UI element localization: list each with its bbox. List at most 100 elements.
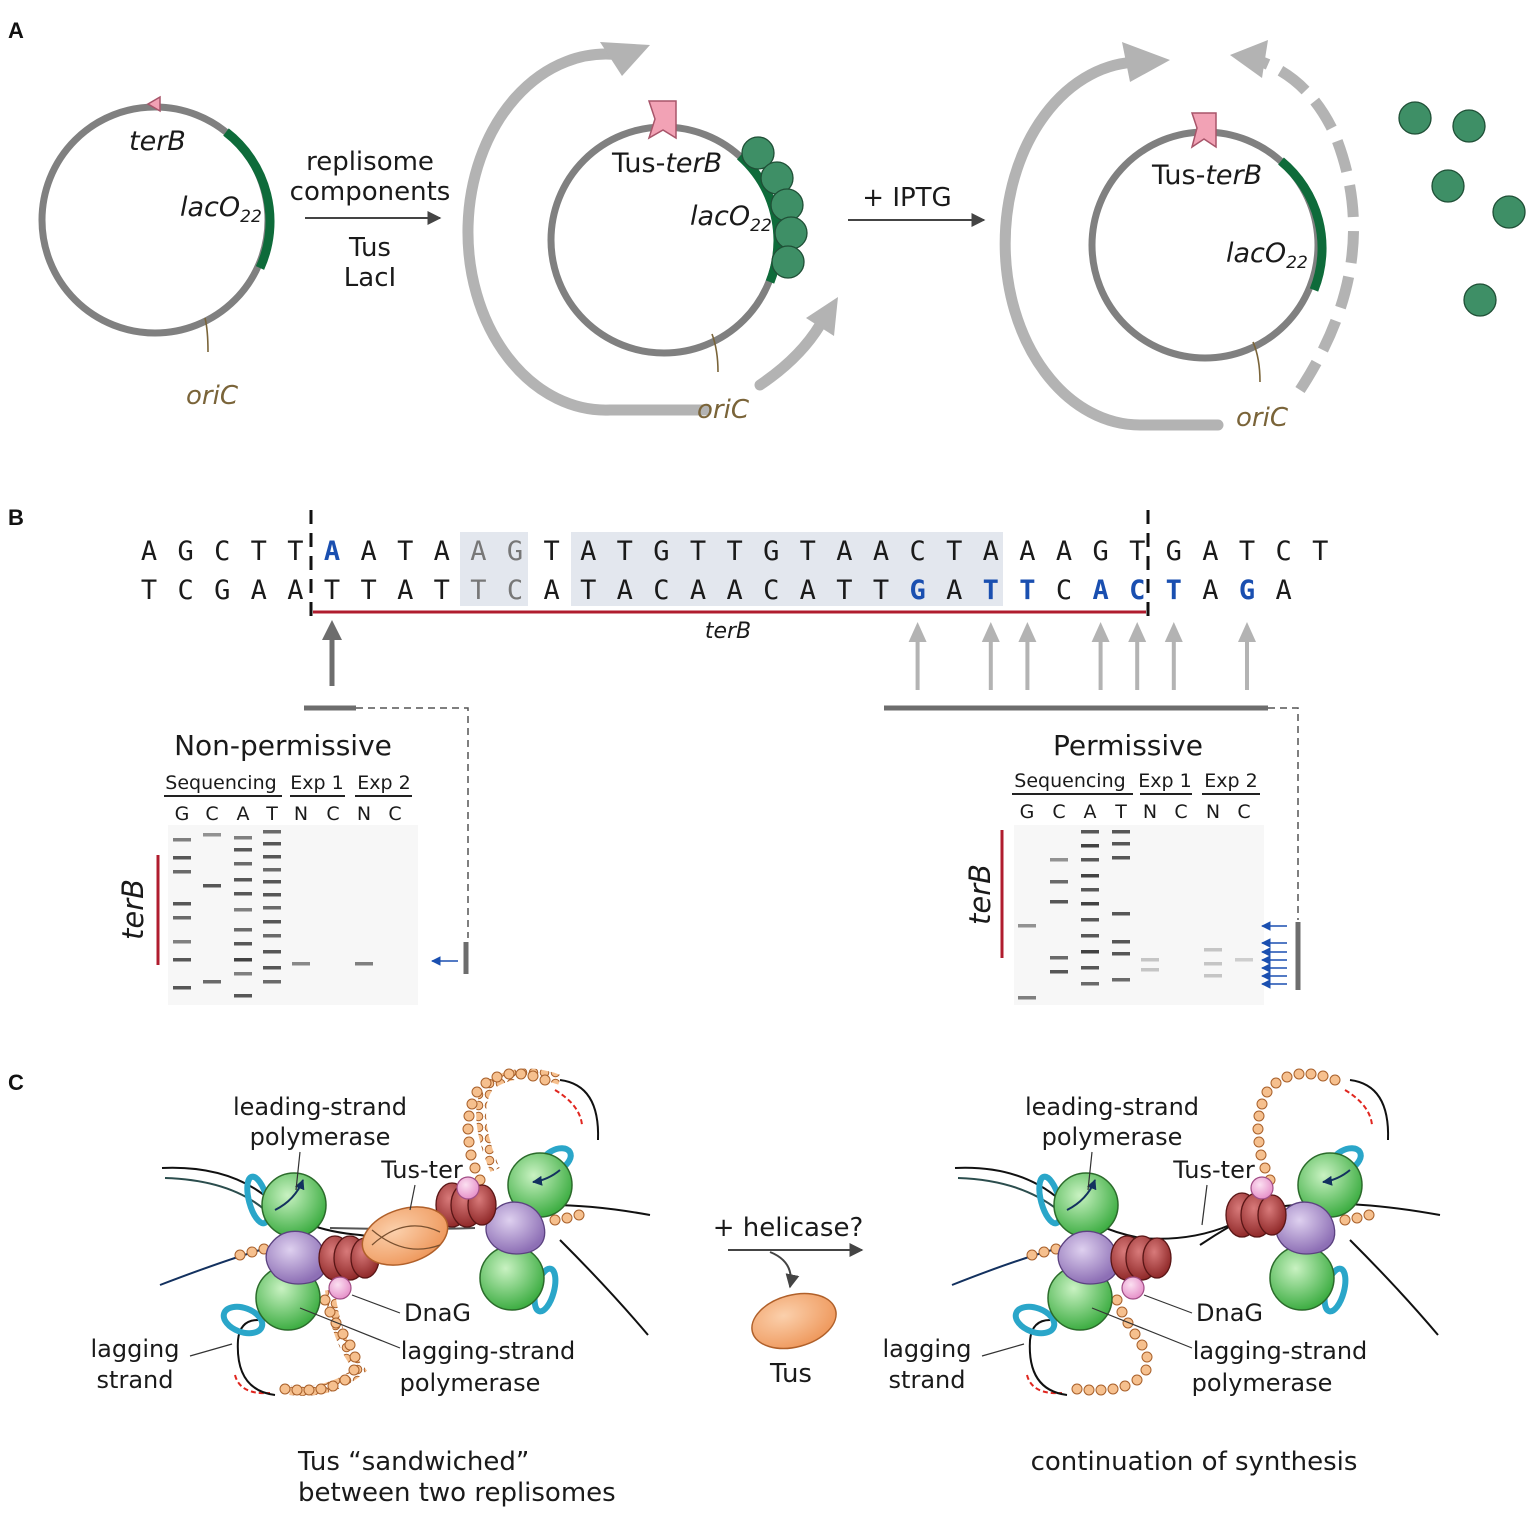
gel-band	[1050, 956, 1068, 960]
gel-band	[234, 958, 252, 962]
gel-right-terb-label: terB	[963, 864, 997, 925]
svg-text:DnaG: DnaG	[404, 1299, 471, 1327]
bottom-base: A	[287, 575, 303, 606]
gel-band	[173, 856, 191, 860]
gel-band	[234, 878, 252, 882]
terb-seq-label: terB	[705, 619, 751, 644]
lane-label: G	[175, 803, 190, 825]
helicase-step: + helicase? Tus	[713, 1213, 864, 1389]
lane-label: N	[357, 803, 371, 825]
gel-band	[1081, 858, 1099, 862]
bottom-base: A	[946, 575, 962, 606]
replication-fork-arrow-ccw-3	[999, 56, 1224, 431]
gel-band	[1112, 830, 1130, 834]
top-base: A	[1019, 536, 1035, 567]
gel-band	[234, 908, 252, 912]
lane-label: T	[1114, 801, 1127, 823]
top-base: T	[726, 536, 742, 567]
lane-label: C	[326, 803, 339, 825]
bottom-base: A	[690, 575, 706, 606]
gel-band	[234, 972, 252, 976]
svg-text:continuation of synthesis: continuation of synthesis	[1031, 1447, 1358, 1477]
svg-text:lagging-strand: lagging-strand	[401, 1337, 576, 1365]
gel-band	[263, 934, 281, 938]
svg-text:Tus-ter: Tus-ter	[380, 1156, 463, 1184]
tus-protein-left	[361, 1206, 449, 1266]
top-base: A	[324, 536, 340, 567]
oric-label: oriC	[186, 381, 239, 411]
gel-band	[1050, 900, 1068, 904]
top-base: A	[360, 536, 376, 567]
bottom-base: T	[1166, 575, 1182, 606]
terb-label: terB	[129, 126, 186, 157]
tus-terb-label: Tus-terB	[611, 148, 722, 179]
top-base: G	[1166, 536, 1182, 567]
top-base: T	[946, 536, 962, 567]
top-base: C	[909, 536, 925, 567]
top-base: T	[1129, 536, 1145, 567]
gel-band	[1141, 958, 1159, 962]
svg-text:lagging: lagging	[91, 1335, 180, 1363]
gel-band	[1081, 950, 1099, 954]
svg-text:Exp 2: Exp 2	[1204, 770, 1257, 792]
tau-complex-left	[265, 1230, 327, 1285]
gel-band	[263, 842, 281, 846]
top-base: T	[287, 536, 303, 567]
lane-label: C	[1174, 801, 1187, 823]
svg-text:leading-strand: leading-strand	[1025, 1093, 1199, 1121]
lane-label: C	[1237, 801, 1250, 823]
lane-label: N	[294, 803, 308, 825]
gel-band	[1112, 842, 1130, 846]
gel-band	[1081, 902, 1099, 906]
svg-text:lagging-strand: lagging-strand	[1193, 1337, 1368, 1365]
top-base: G	[653, 536, 669, 567]
permissive-arrows	[908, 622, 1256, 690]
bottom-base: T	[434, 575, 450, 606]
gel-band	[1081, 844, 1099, 848]
gel-band	[1204, 974, 1222, 978]
svg-text:Exp 2: Exp 2	[357, 772, 410, 794]
lane-label: N	[1143, 801, 1157, 823]
terb-site-icon	[146, 95, 161, 113]
gel-band	[234, 994, 252, 998]
gel-left-terb-label: terB	[116, 879, 150, 940]
top-base: T	[1312, 536, 1328, 567]
bottom-base: C	[1056, 575, 1072, 606]
bottom-base: A	[543, 575, 559, 606]
gel-band	[1081, 934, 1099, 938]
top-base: T	[1239, 536, 1255, 567]
gel-band	[1050, 880, 1068, 884]
bottom-base: A	[397, 575, 413, 606]
top-base: G	[1092, 536, 1108, 567]
tus-terb-label-3: Tus-terB	[1151, 160, 1262, 191]
svg-text:Tus: Tus	[769, 1359, 812, 1389]
bottom-base: A	[617, 575, 633, 606]
lane-label: G	[1020, 801, 1035, 823]
gel-band	[173, 870, 191, 874]
bottom-base: A	[1092, 575, 1108, 606]
gel-band	[1081, 888, 1099, 892]
svg-text:leading-strand: leading-strand	[233, 1093, 407, 1121]
gel-right-title: Permissive	[1053, 729, 1203, 762]
svg-text:polymerase: polymerase	[1042, 1123, 1183, 1151]
gel-band	[234, 848, 252, 852]
svg-text:+ IPTG: + IPTG	[862, 183, 951, 213]
top-base: G	[507, 536, 523, 567]
top-base: T	[397, 536, 413, 567]
gel-band	[263, 906, 281, 910]
bottom-base: T	[836, 575, 852, 606]
top-base: C	[214, 536, 230, 567]
svg-text:Tus: Tus	[348, 233, 391, 263]
dnag-left	[328, 1276, 352, 1300]
gel-band	[1235, 958, 1253, 962]
panel-label-b: B	[8, 505, 24, 530]
lane-label: C	[205, 803, 218, 825]
step-arrow-2: + IPTG	[848, 183, 986, 227]
replication-fork-arrow-ccw	[462, 48, 711, 416]
laco-segment	[223, 128, 275, 270]
ssb-beads-left	[234, 1068, 585, 1396]
bottom-base: G	[1239, 575, 1255, 606]
